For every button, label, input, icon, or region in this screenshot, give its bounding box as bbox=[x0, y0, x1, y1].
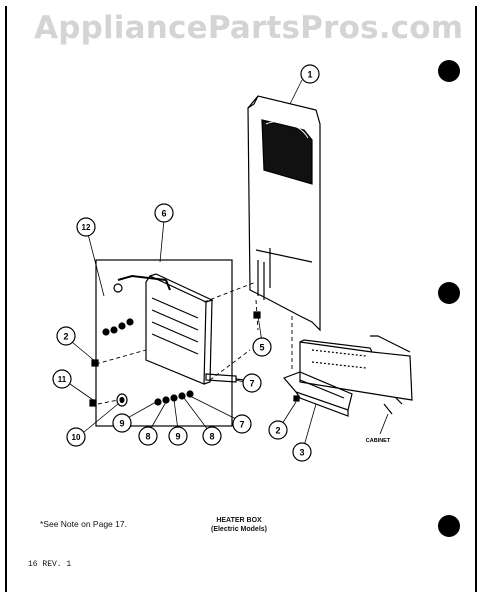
caption-title: HEATER BOX bbox=[216, 517, 262, 524]
callout-leaders bbox=[69, 79, 389, 447]
callout-9-right: 9 bbox=[175, 432, 180, 442]
callout-8-left: 8 bbox=[145, 432, 150, 442]
callout-2-left: 2 bbox=[63, 332, 68, 342]
binder-hole-bottom bbox=[438, 515, 460, 537]
terminal-stud bbox=[205, 373, 245, 383]
callout-1: 1 bbox=[307, 70, 312, 80]
callout-11: 11 bbox=[58, 375, 67, 384]
diagram-caption: HEATER BOX (Electric Models) bbox=[194, 516, 284, 534]
screws bbox=[89, 311, 300, 407]
page-revision: 16 REV. 1 bbox=[28, 560, 72, 569]
terminal-washers bbox=[102, 318, 134, 336]
assembly-frame-box bbox=[95, 259, 233, 427]
callout-2-right: 2 bbox=[275, 426, 280, 436]
cabinet bbox=[299, 335, 413, 415]
callout-circles bbox=[52, 64, 320, 462]
callout-6: 6 bbox=[161, 209, 166, 219]
heater-element-box bbox=[113, 273, 214, 385]
page-frame bbox=[5, 6, 477, 592]
callout-7-lower: 7 bbox=[239, 420, 244, 430]
callout-7-upper: 7 bbox=[249, 379, 254, 389]
caption-subtitle: (Electric Models) bbox=[210, 526, 267, 533]
callout-8-right: 8 bbox=[209, 432, 214, 442]
binder-hole-middle bbox=[438, 282, 460, 304]
watermark: AppliancePartsPros.com bbox=[34, 10, 464, 46]
footnote: *See Note on Page 17. bbox=[40, 519, 127, 529]
callout-3: 3 bbox=[299, 448, 304, 458]
cabinet-label: CABINET bbox=[366, 438, 391, 444]
callout-5: 5 bbox=[259, 343, 264, 353]
callout-9-left: 9 bbox=[119, 419, 124, 429]
kick-plate bbox=[282, 371, 353, 417]
back-panel bbox=[247, 95, 321, 332]
callout-12: 12 bbox=[82, 223, 91, 232]
callout-10: 10 bbox=[72, 433, 81, 442]
nut bbox=[116, 393, 128, 407]
lower-washers bbox=[154, 390, 194, 406]
binder-hole-top bbox=[438, 60, 460, 82]
